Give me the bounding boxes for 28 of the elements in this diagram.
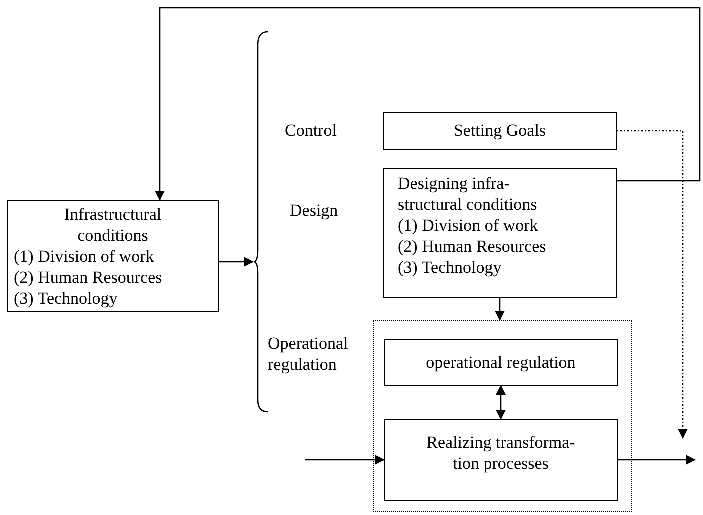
box-heading: operational regulation xyxy=(425,352,577,373)
process-box xyxy=(383,112,617,150)
arrow xyxy=(496,385,506,420)
arrow xyxy=(155,7,701,201)
box-heading: Realizing transforma-tion processes xyxy=(426,432,576,474)
list-item: (3) Technology xyxy=(14,288,119,309)
dotted-arrow xyxy=(617,130,688,439)
list-item: (2) Human Resources xyxy=(14,267,164,288)
box-heading: Infrastructural conditions xyxy=(63,204,163,246)
curly-brace xyxy=(253,30,270,414)
process-box xyxy=(7,200,219,312)
level-label: Design xyxy=(290,200,340,221)
list-item: (2) Human Resources xyxy=(398,236,548,257)
arrow xyxy=(219,257,254,267)
process-box xyxy=(383,168,617,298)
dotted-group-box xyxy=(373,320,632,512)
process-box xyxy=(384,339,618,386)
list-item: (3) Technology xyxy=(398,257,503,278)
box-heading: Setting Goals xyxy=(452,120,548,141)
level-label: Operational regulation xyxy=(268,333,350,375)
list-item: (1) Division of work xyxy=(14,246,156,267)
level-label: Control xyxy=(285,120,338,141)
process-box xyxy=(384,419,618,501)
arrow xyxy=(305,455,385,465)
list-item: (1) Division of work xyxy=(398,215,540,236)
box-heading: Designing infra-structural conditions xyxy=(398,173,538,215)
arrow xyxy=(618,455,696,465)
arrow xyxy=(495,298,505,321)
